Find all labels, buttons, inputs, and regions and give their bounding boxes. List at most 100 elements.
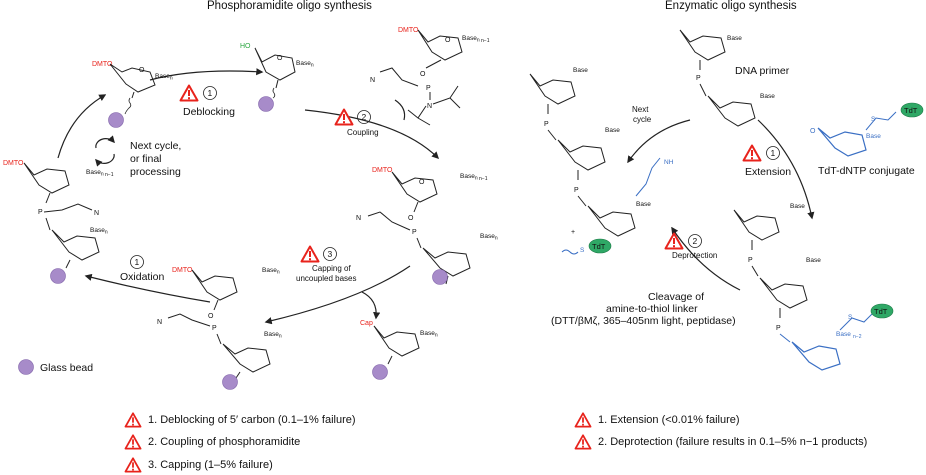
legend-left-3: 3. Capping (1–5% failure) [124,457,273,473]
svg-text:O: O [139,67,145,74]
cycle-icon [95,135,115,167]
svg-text:P: P [38,209,43,216]
molecule-dmt-start: DMTO O Basen [92,61,173,128]
svg-text:O: O [420,71,426,78]
svg-text:P: P [776,325,781,332]
svg-text:Basen: Basen [262,267,280,276]
right-cycle: Base P Base DNA primer Base S TdT O TdT-… [529,29,924,371]
oxidation-number: 1 [135,257,140,267]
cleavage-2: amine-to-thiol linker [606,303,698,315]
svg-text:n−1: n−1 [479,176,488,182]
svg-text:Base: Base [573,67,588,74]
svg-text:S: S [580,247,585,254]
warning-icon [574,412,592,428]
svg-text:Basen: Basen [86,169,104,178]
step-number-icon [323,247,337,261]
tdt-dntp-conjugate: Base S TdT O TdT-dNTP conjugate [810,102,924,177]
step3-number: 3 [328,249,333,259]
svg-text:N: N [356,215,361,222]
arrow-coupling [304,109,440,160]
cleavage-3: (DTT/βMζ, 365–405nm light, peptidase) [551,315,736,327]
oxidation-label: Oxidation [120,271,165,283]
legend-right-2: 2. Deprotection (failure results in 0.1–… [574,434,867,450]
molecule-phosphite: DMTO Basen O P N Basen [157,267,282,390]
step-number-icon [203,86,217,100]
next-cycle-right-1: Next [632,105,649,114]
svg-text:Basen: Basen [296,60,314,69]
svg-text:P: P [212,325,217,332]
svg-text:P: P [696,75,701,82]
svg-text:Basen: Basen [90,227,108,236]
svg-text:O: O [408,215,414,222]
svg-text:P: P [574,187,579,194]
svg-text:Basen: Basen [264,331,282,340]
svg-text:P: P [412,229,417,236]
left-cycle: DMTO O Basen HO O Basen DMTO O Basen n−1 [3,27,498,390]
warning-icon [300,245,320,263]
molecule-deblocked: HO O Basen [240,43,314,112]
svg-text:TdT: TdT [592,242,606,251]
cleavage-1: Cleavage of [648,291,704,303]
step1-label: Deblocking [183,106,235,118]
glass-bead-label: Glass bead [40,362,93,374]
extension-label: Extension [745,166,791,178]
step3-label-1: Capping of [312,264,351,273]
svg-text:DMTO: DMTO [172,267,193,274]
glass-bead-icon [108,112,124,128]
molecule-oxidized: DMTO Basen n−1 P N Basen [3,160,114,284]
warning-icon [124,457,142,473]
step-number-icon [357,110,371,124]
svg-text:N: N [427,103,432,110]
svg-text:S: S [848,314,853,321]
svg-text:DMTO: DMTO [92,61,113,68]
svg-text:NH: NH [664,159,674,166]
step2-label: Coupling [347,128,379,137]
svg-text:O: O [445,37,451,44]
arrow-capping [264,265,411,325]
svg-text:Basen: Basen [462,35,480,44]
legend-left-2: 2. Coupling of phosphoramidite [124,434,300,450]
molecule-capped: Cap Basen [360,320,438,380]
svg-text:Base: Base [605,127,620,134]
svg-text:DMTO: DMTO [398,27,419,34]
svg-text:O: O [208,313,214,320]
dna-primer: Base P Base DNA primer [679,29,790,127]
strand-deprotected: Base P Base P Base NH + S TdT [529,67,674,255]
extension-number: 1 [771,148,776,158]
warning-icon [574,434,592,450]
step-number-icon [766,146,780,160]
warning-icon [742,144,762,162]
strand-extended: Base P Base P Base n−2 S TdT [733,203,894,371]
svg-text:Base: Base [806,257,821,264]
next-cycle-1: Next cycle, [130,140,181,152]
svg-text:O: O [810,128,816,135]
next-cycle-2: or final [130,153,162,165]
svg-text:Base: Base [790,203,805,210]
svg-text:N: N [94,210,99,217]
svg-text:N: N [157,319,162,326]
legend-left-1: 1. Deblocking of 5′ carbon (0.1–1% failu… [124,412,356,428]
svg-text:Cap: Cap [360,320,373,327]
warning-icon [124,434,142,450]
warning-icon [124,412,142,428]
arrow-deprotection [671,226,741,291]
warning-icon [664,232,684,250]
svg-text:TdT: TdT [874,307,888,316]
svg-text:P: P [544,121,549,128]
deprotection-label: Deprotection [672,251,717,260]
deprotection-number: 2 [693,236,698,246]
phosphoramidite: DMTO O Basen n−1 O P N N [370,27,490,126]
svg-text:DMTO: DMTO [3,160,24,167]
svg-text:TdT: TdT [904,106,918,115]
svg-text:Basen: Basen [155,73,173,82]
svg-text:P: P [426,85,431,92]
conjugate-label: TdT-dNTP conjugate [818,165,915,177]
svg-text:P: P [748,257,753,264]
arrow-deblock [149,68,264,81]
molecule-coupled: DMTO O Basen n−1 O P N Basen [356,167,498,285]
step3-label-2: uncoupled bases [296,274,357,283]
svg-text:Basen: Basen [480,233,498,242]
svg-text:n−2: n−2 [853,334,862,340]
tdt-enzyme-icon [588,238,612,254]
